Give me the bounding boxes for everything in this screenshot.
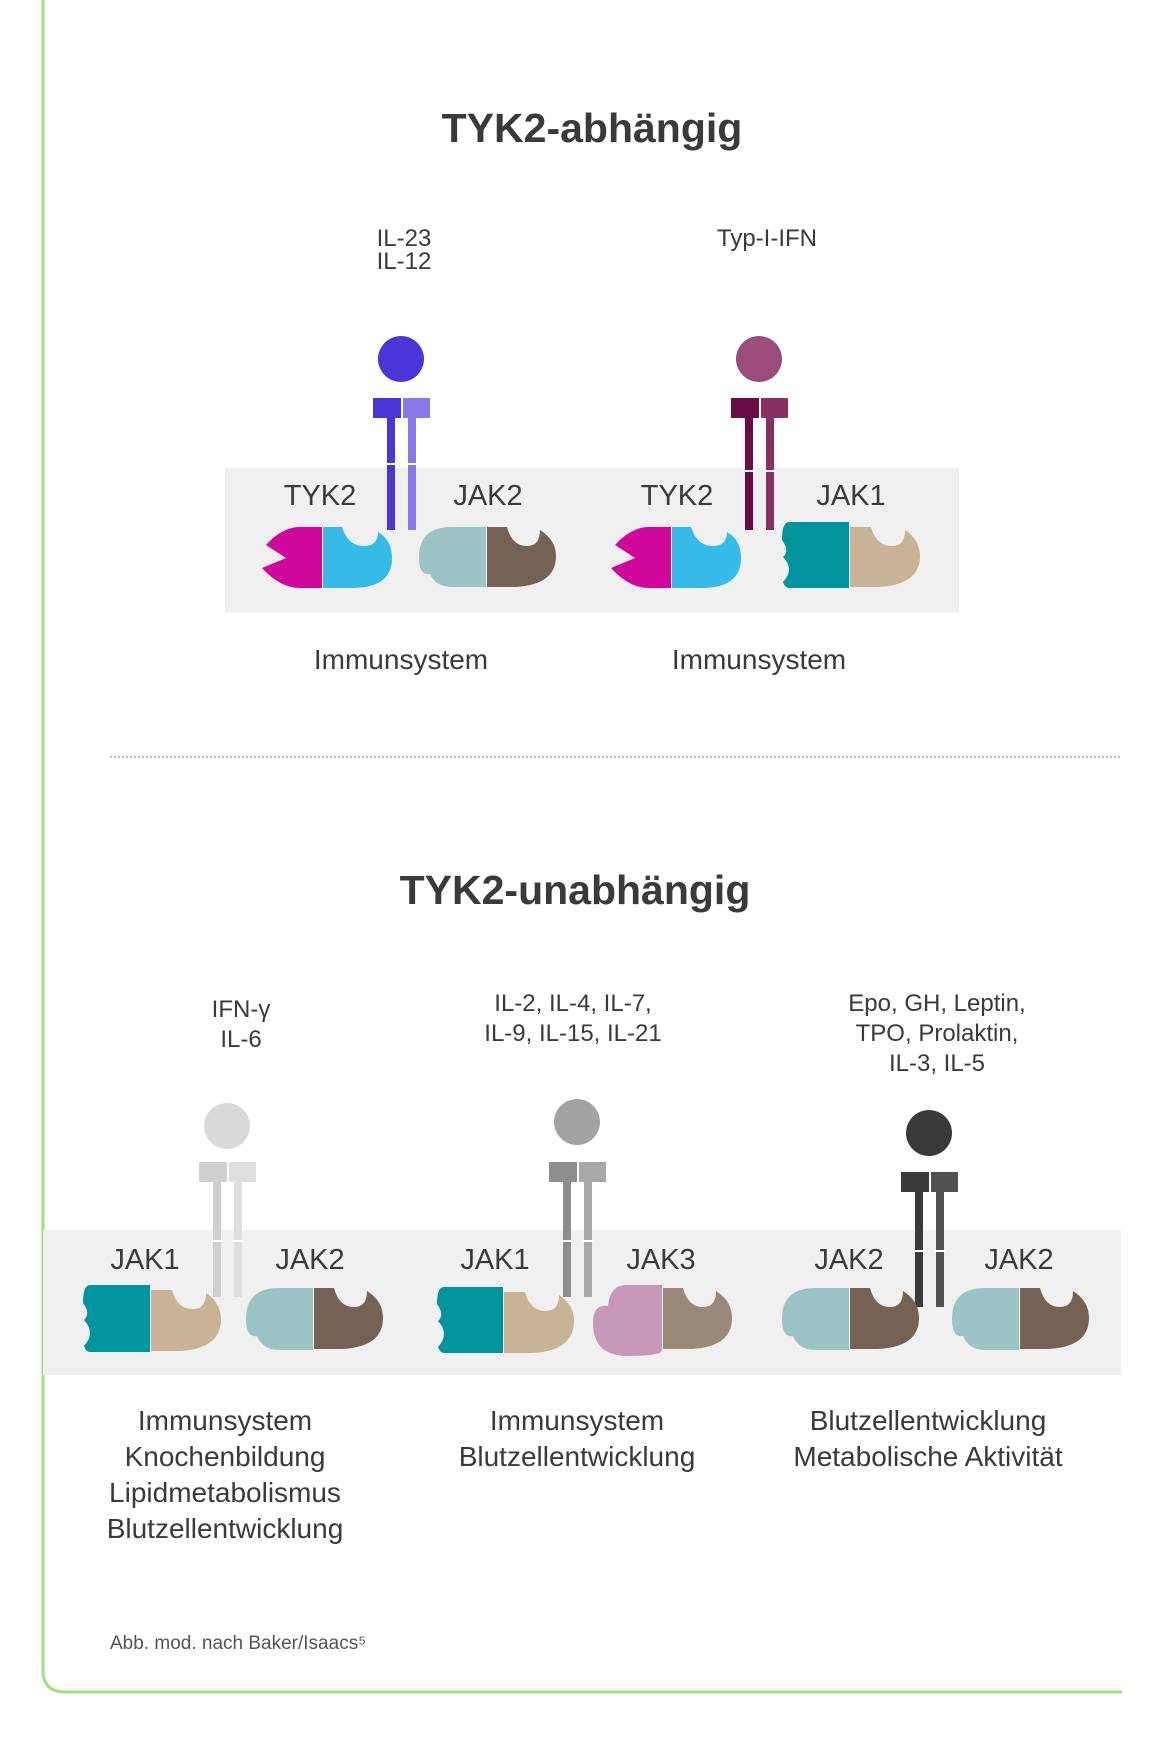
section-title-dependent: TYK2-abhängig <box>442 105 743 151</box>
cytokine-label: IL-3, IL-5 <box>889 1050 985 1077</box>
cytokine-ligand <box>906 1110 952 1156</box>
jak3-kinase <box>593 1285 732 1356</box>
kinase-label-left: TYK2 <box>284 480 357 512</box>
kinase-label-right: JAK1 <box>816 480 885 512</box>
jak1-kinase <box>83 1285 221 1352</box>
cytokine-label: IL-23 <box>377 225 432 252</box>
cytokine-label: IL-9, IL-15, IL-21 <box>484 1020 661 1047</box>
function-label: Immunsystem <box>314 644 488 675</box>
cytokine-label: IL-2, IL-4, IL-7, <box>494 990 651 1017</box>
kinase-label-left: TYK2 <box>641 480 714 512</box>
function-label: Blutzellentwicklung <box>107 1513 344 1544</box>
function-label: Metabolische Aktivität <box>793 1441 1062 1472</box>
cytokine-label: Epo, GH, Leptin, <box>848 990 1025 1017</box>
cytokine-label: TPO, Prolaktin, <box>856 1020 1019 1047</box>
cytokine-ligand <box>736 336 782 382</box>
kinase-label-right: JAK2 <box>984 1244 1053 1276</box>
panel-il2-family: IL-2, IL-4, IL-7, IL-9, IL-15, IL-21 JAK… <box>437 990 732 1472</box>
tyk2-kinase <box>262 527 392 588</box>
function-label: Immunsystem <box>138 1405 312 1436</box>
cytokine-label: IFN-γ <box>212 996 271 1023</box>
jak1-kinase <box>782 522 920 588</box>
function-label: Blutzellentwicklung <box>810 1405 1047 1436</box>
panel-ifn-gamma-il6: IFN-γ IL-6 JAK1 JAK2 Immunsystem Knochen… <box>83 996 383 1544</box>
jak2-kinase <box>782 1288 919 1350</box>
jak2-kinase <box>246 1288 383 1350</box>
function-label: Lipidmetabolismus <box>109 1477 341 1508</box>
function-label: Immunsystem <box>490 1405 664 1436</box>
function-label: Knochenbildung <box>125 1441 326 1472</box>
receptor-dimer <box>373 398 430 530</box>
panel-type-i-ifn: Typ-I-IFN TYK2 JAK1 Immunsystem <box>611 225 920 675</box>
tyk2-kinase <box>611 527 741 588</box>
footnote: Abb. mod. nach Baker/Isaacs⁵ <box>110 1633 366 1654</box>
jak2-kinase <box>952 1288 1089 1350</box>
jak2-kinase <box>419 527 556 587</box>
receptor-dimer <box>731 398 788 530</box>
kinase-label-right: JAK3 <box>626 1244 695 1276</box>
kinase-label-left: JAK2 <box>814 1244 883 1276</box>
cytokine-ligand <box>378 336 424 382</box>
receptor-dimer <box>199 1162 256 1297</box>
frame-line <box>41 0 1122 1694</box>
cytokine-label: IL-12 <box>377 248 432 275</box>
kinase-label-right: JAK2 <box>453 480 522 512</box>
function-label: Immunsystem <box>672 644 846 675</box>
kinase-label-left: JAK1 <box>460 1244 529 1276</box>
cytokine-label: Typ-I-IFN <box>717 225 817 252</box>
kinase-label-left: JAK1 <box>110 1244 179 1276</box>
panel-il23-il12: IL-23 IL-12 TYK2 JAK2 Immunsystem <box>262 225 556 675</box>
panel-epo-family: Epo, GH, Leptin, TPO, Prolaktin, IL-3, I… <box>782 990 1089 1472</box>
function-label: Blutzellentwicklung <box>459 1441 696 1472</box>
cytokine-ligand <box>554 1099 600 1145</box>
kinase-label-right: JAK2 <box>275 1244 344 1276</box>
receptor-dimer <box>901 1172 958 1307</box>
cytokine-label: IL-6 <box>220 1026 261 1053</box>
receptor-dimer <box>549 1162 606 1297</box>
cytokine-ligand <box>204 1103 250 1149</box>
jak1-kinase <box>437 1287 574 1353</box>
section-title-independent: TYK2-unabhängig <box>400 867 751 913</box>
